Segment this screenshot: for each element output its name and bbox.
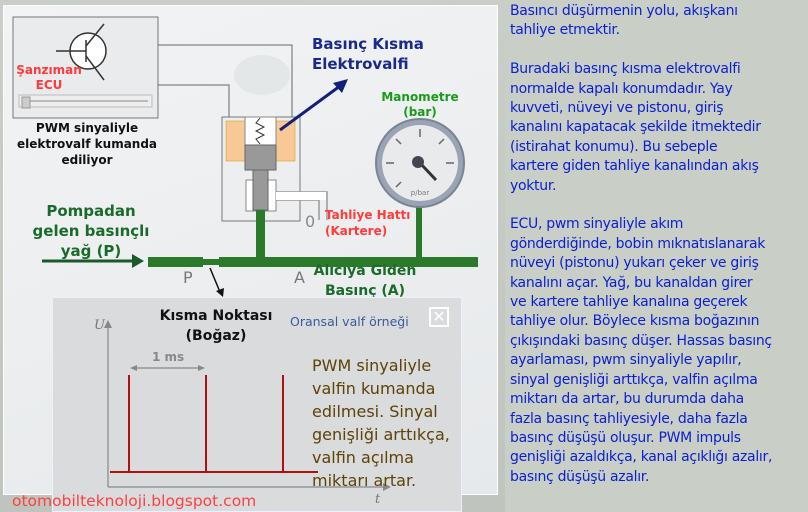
stem [252, 169, 269, 211]
slider-icon [18, 94, 153, 109]
arrow-icon [216, 288, 224, 297]
axis-t-label: t [375, 492, 381, 507]
manometer-gauge-icon [375, 118, 465, 208]
pipe-inlet [148, 257, 203, 267]
close-icon: ✕ [432, 307, 446, 326]
watermark: otomobilteknoloji.blogspot.com [12, 492, 257, 510]
throttle-point [203, 259, 219, 265]
coil [225, 120, 246, 162]
spring-icon [254, 117, 266, 145]
pipe [256, 210, 265, 260]
arrow-icon [132, 254, 144, 268]
drain-label: Tahliye Hattı(Kartere) [325, 208, 411, 238]
pipe [416, 205, 422, 260]
close-button[interactable]: ✕ [429, 307, 449, 327]
arrow-icon [333, 79, 348, 93]
period-label: 1 ms [152, 350, 185, 364]
axis-u-label: U [94, 318, 105, 333]
gauge-label: p/bar [411, 189, 430, 197]
pipe-outlet [219, 257, 478, 267]
popup-title: Oransal valf örneği [290, 314, 409, 329]
wire [158, 44, 293, 118]
throttle-label: Kısma Noktası(Boğaz) [159, 308, 273, 344]
wire [158, 84, 230, 120]
plunger [244, 144, 277, 171]
spring-chamber [244, 116, 277, 146]
pwm-signal-chart [104, 320, 391, 491]
manometer-label: Manometre(bar) [381, 90, 459, 119]
port-p-label: P [183, 268, 193, 287]
transistor-icon [56, 23, 107, 81]
drain-port-label: 0 [305, 212, 316, 231]
port-a-label: A [294, 268, 305, 287]
valve-diagram: p/bar [12, 16, 478, 297]
